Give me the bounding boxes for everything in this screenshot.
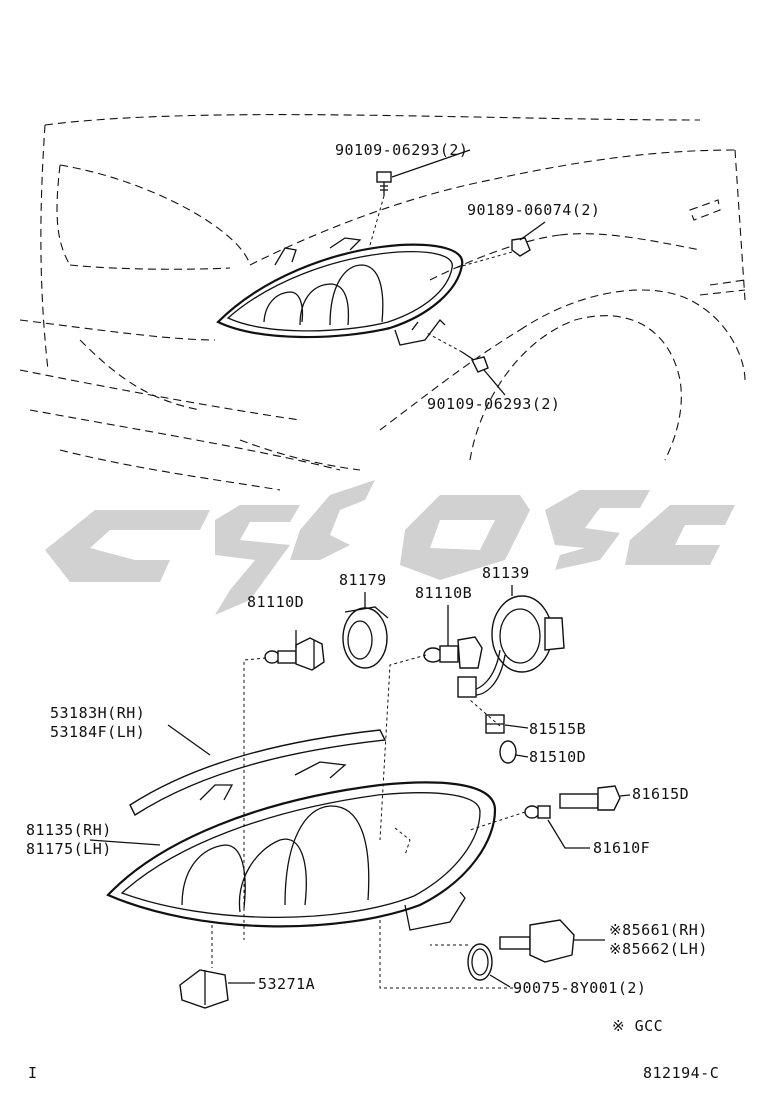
top-bolt-icon <box>369 149 471 246</box>
clip-icon <box>454 221 546 269</box>
label-bulb-b: 81110B <box>415 584 472 602</box>
label-leveler-lh: ※85662(LH) <box>609 940 708 958</box>
seal-strip-icon <box>129 724 387 817</box>
bulb-81610f-icon <box>524 805 590 849</box>
label-oring: 90075-8Y001(2) <box>513 979 646 997</box>
car-body-outline <box>19 114 746 491</box>
watermark-logo <box>45 480 735 615</box>
ring-81179-icon <box>342 592 389 669</box>
label-ring: 81179 <box>339 571 387 589</box>
label-bolt-top: 90109-06293(2) <box>335 141 468 159</box>
oring-icon <box>467 943 511 988</box>
label-unit-lh: 81175(LH) <box>26 840 112 858</box>
label-bolt-lower: 90109-06293(2) <box>427 395 560 413</box>
socket-81615d-icon <box>559 785 631 811</box>
harness-81139-icon <box>457 585 565 698</box>
headlamp-unit-icon <box>89 761 497 931</box>
label-bulb-side: 81610F <box>593 839 650 857</box>
label-seal-rh: 53183H(RH) <box>50 704 145 722</box>
label-clip-top: 90189-06074(2) <box>467 201 600 219</box>
leveler-icon <box>499 919 605 963</box>
socket-81515b-icon <box>485 714 529 734</box>
label-socket-side: 81615D <box>632 785 689 803</box>
label-unit-rh: 81135(RH) <box>26 821 112 839</box>
label-socket-b: 81515B <box>529 720 586 738</box>
label-leveler-rh: ※85661(RH) <box>609 921 708 939</box>
label-harness: 81139 <box>482 564 530 582</box>
bulb-81510d-icon <box>499 740 529 764</box>
label-note: ※ GCC <box>612 1017 663 1035</box>
label-diagram-code: 812194-C <box>643 1064 719 1082</box>
label-bulb-small-d: 81510D <box>529 748 586 766</box>
assembly-guide-lines <box>211 654 526 989</box>
label-seal-lh: 53184F(LH) <box>50 723 145 741</box>
installed-headlamp <box>216 237 464 346</box>
label-bulb-d: 81110D <box>247 593 304 611</box>
bulb-81110b-icon <box>423 605 483 669</box>
bulb-81110d-icon <box>264 630 325 671</box>
bracket-53271a-icon <box>179 969 255 1009</box>
lower-bolt-icon <box>424 331 506 396</box>
label-bracket: 53271A <box>258 975 315 993</box>
label-page-mark: I <box>28 1064 38 1082</box>
